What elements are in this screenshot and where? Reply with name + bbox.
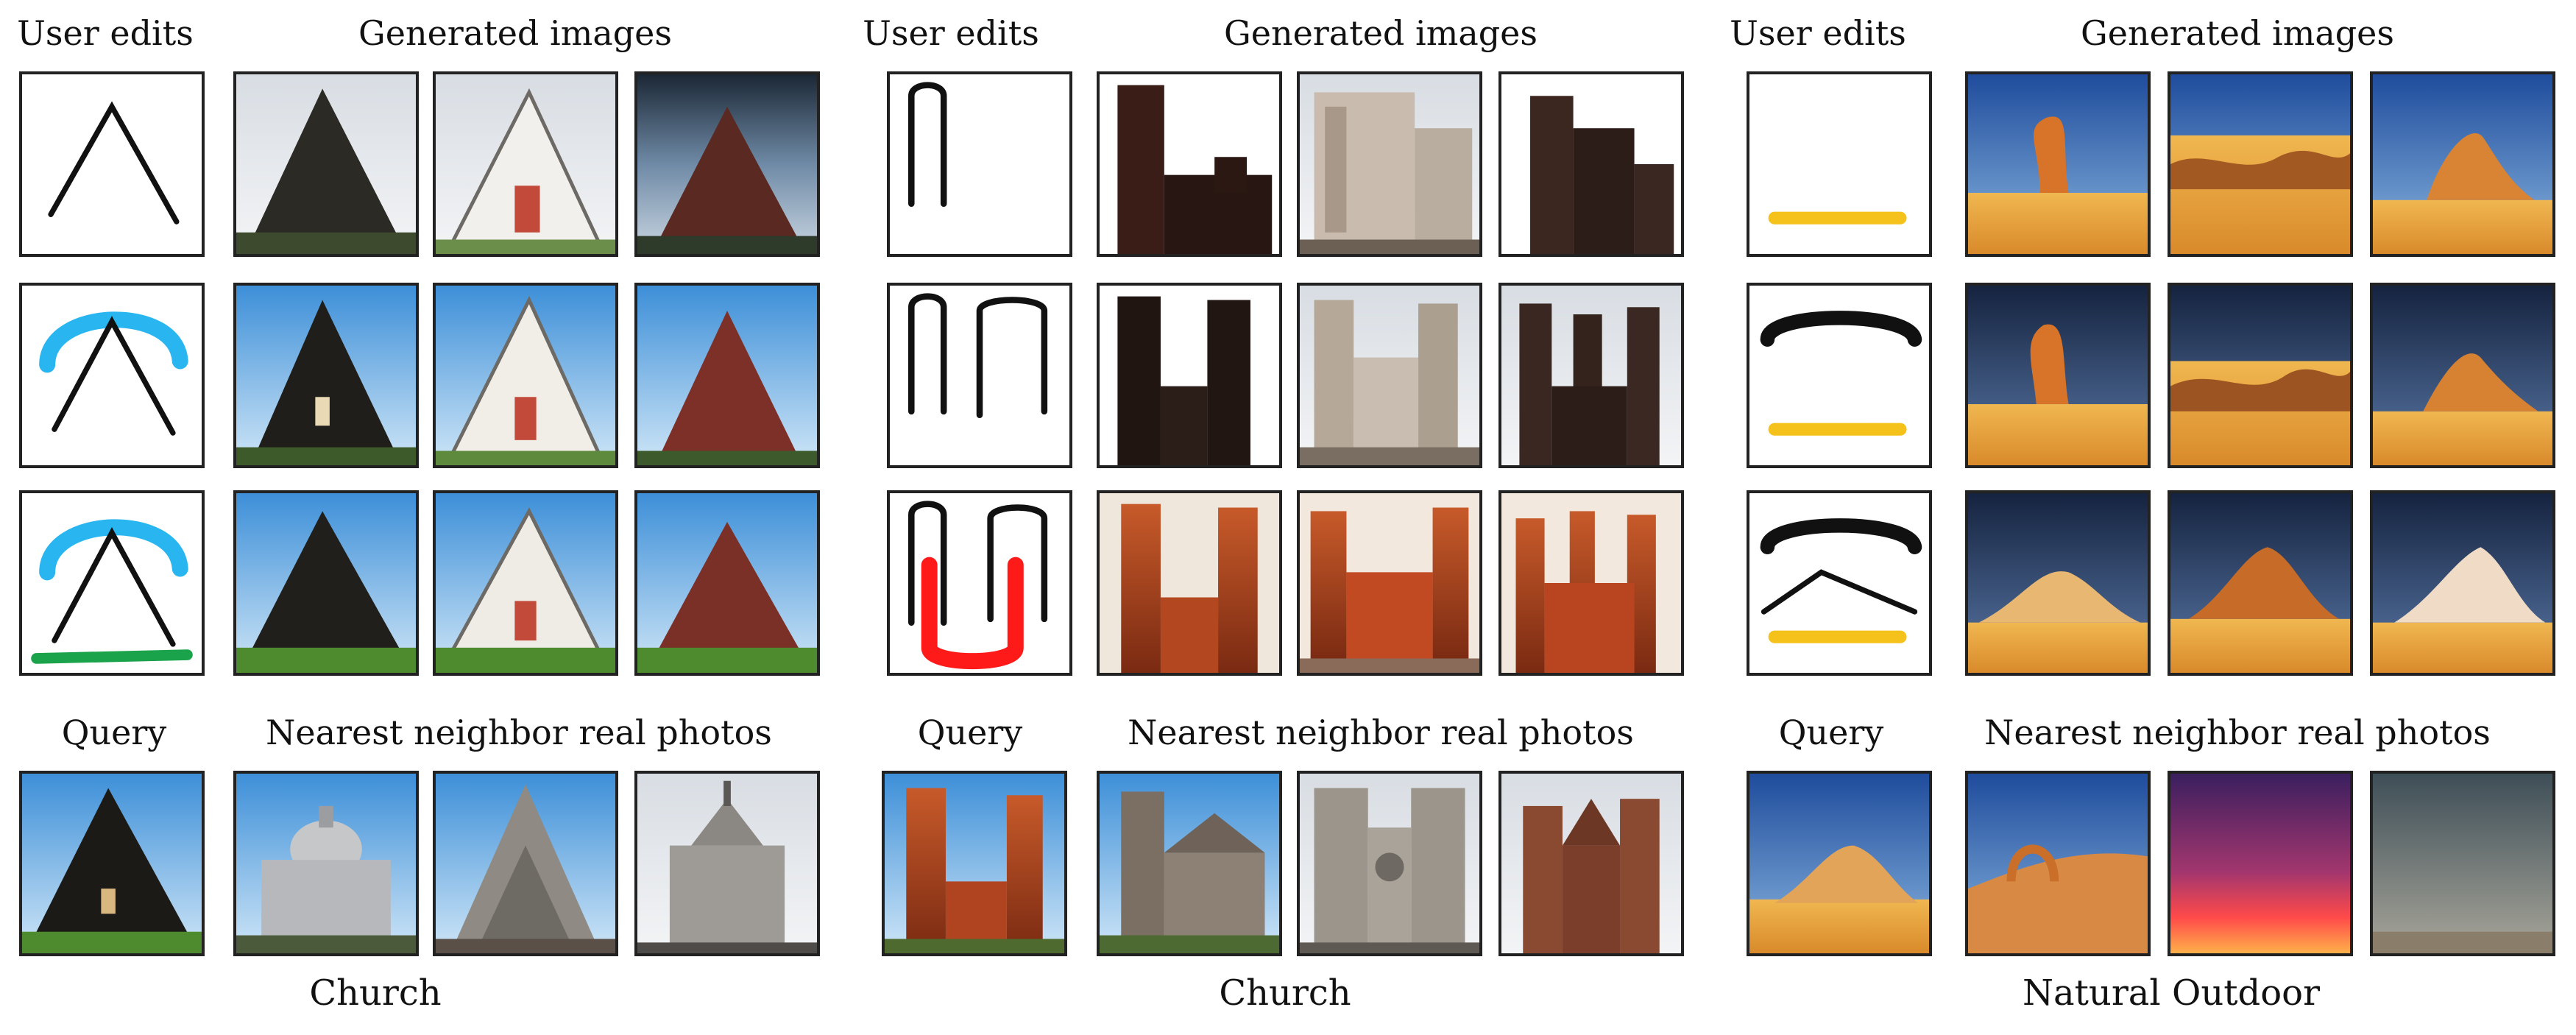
photo-thumbnail-icon: [1097, 771, 1282, 956]
photo-thumbnail-icon: [1498, 771, 1684, 956]
photo-thumbnail-icon: [1965, 283, 2151, 468]
photo-thumbnail-icon: [1297, 71, 1482, 257]
query-label: Query: [1778, 713, 1884, 752]
photo-thumbnail-icon: [634, 771, 820, 956]
photo-thumbnail-icon: [433, 71, 618, 257]
generated-header: Generated images: [2080, 13, 2395, 53]
query-label: Query: [917, 713, 1023, 752]
generated-header: Generated images: [358, 13, 673, 53]
photo-thumbnail-icon: [634, 490, 820, 676]
photo-thumbnail-icon: [1297, 490, 1482, 676]
photo-thumbnail-icon: [2168, 771, 2353, 956]
panel-caption: Church: [1219, 972, 1351, 1014]
photo-thumbnail-icon: [882, 771, 1067, 956]
photo-thumbnail-icon: [1097, 490, 1282, 676]
panel-caption: Church: [309, 972, 442, 1014]
photo-thumbnail-icon: [2370, 71, 2555, 257]
photo-thumbnail-icon: [2370, 771, 2555, 956]
photo-thumbnail-icon: [2370, 490, 2555, 676]
photo-thumbnail-icon: [433, 283, 618, 468]
photo-thumbnail-icon: [2370, 283, 2555, 468]
photo-thumbnail-icon: [233, 71, 419, 257]
edits-header: User edits: [17, 13, 194, 53]
photo-thumbnail-icon: [1297, 283, 1482, 468]
photo-thumbnail-icon: [1965, 771, 2151, 956]
photo-thumbnail-icon: [634, 71, 820, 257]
query-label: Query: [61, 713, 167, 752]
photo-thumbnail-icon: [1297, 771, 1482, 956]
user-sketch-icon: [887, 71, 1072, 257]
neighbors-label: Nearest neighbor real photos: [266, 713, 772, 752]
photo-thumbnail-icon: [2168, 490, 2353, 676]
user-sketch-icon: [19, 71, 205, 257]
user-sketch-icon: [887, 283, 1072, 468]
user-sketch-icon: [19, 283, 205, 468]
photo-thumbnail-icon: [1097, 71, 1282, 257]
user-sketch-icon: [887, 490, 1072, 676]
neighbors-label: Nearest neighbor real photos: [1128, 713, 1634, 752]
photo-thumbnail-icon: [433, 490, 618, 676]
panel-caption: Natural Outdoor: [2022, 972, 2321, 1014]
photo-thumbnail-icon: [1498, 71, 1684, 257]
user-sketch-icon: [1747, 490, 1932, 676]
photo-thumbnail-icon: [19, 771, 205, 956]
photo-thumbnail-icon: [1965, 71, 2151, 257]
photo-thumbnail-icon: [1097, 283, 1282, 468]
photo-thumbnail-icon: [2168, 283, 2353, 468]
photo-thumbnail-icon: [2168, 71, 2353, 257]
photo-thumbnail-icon: [1498, 283, 1684, 468]
photo-thumbnail-icon: [1747, 771, 1932, 956]
user-sketch-icon: [1747, 283, 1932, 468]
neighbors-label: Nearest neighbor real photos: [1984, 713, 2491, 752]
photo-thumbnail-icon: [1498, 490, 1684, 676]
photo-thumbnail-icon: [233, 771, 419, 956]
photo-thumbnail-icon: [233, 283, 419, 468]
edits-header: User edits: [1730, 13, 1906, 53]
photo-thumbnail-icon: [233, 490, 419, 676]
generated-header: Generated images: [1223, 13, 1538, 53]
photo-thumbnail-icon: [634, 283, 820, 468]
user-sketch-icon: [1747, 71, 1932, 257]
edits-header: User edits: [863, 13, 1039, 53]
photo-thumbnail-icon: [433, 771, 618, 956]
photo-thumbnail-icon: [1965, 490, 2151, 676]
user-sketch-icon: [19, 490, 205, 676]
